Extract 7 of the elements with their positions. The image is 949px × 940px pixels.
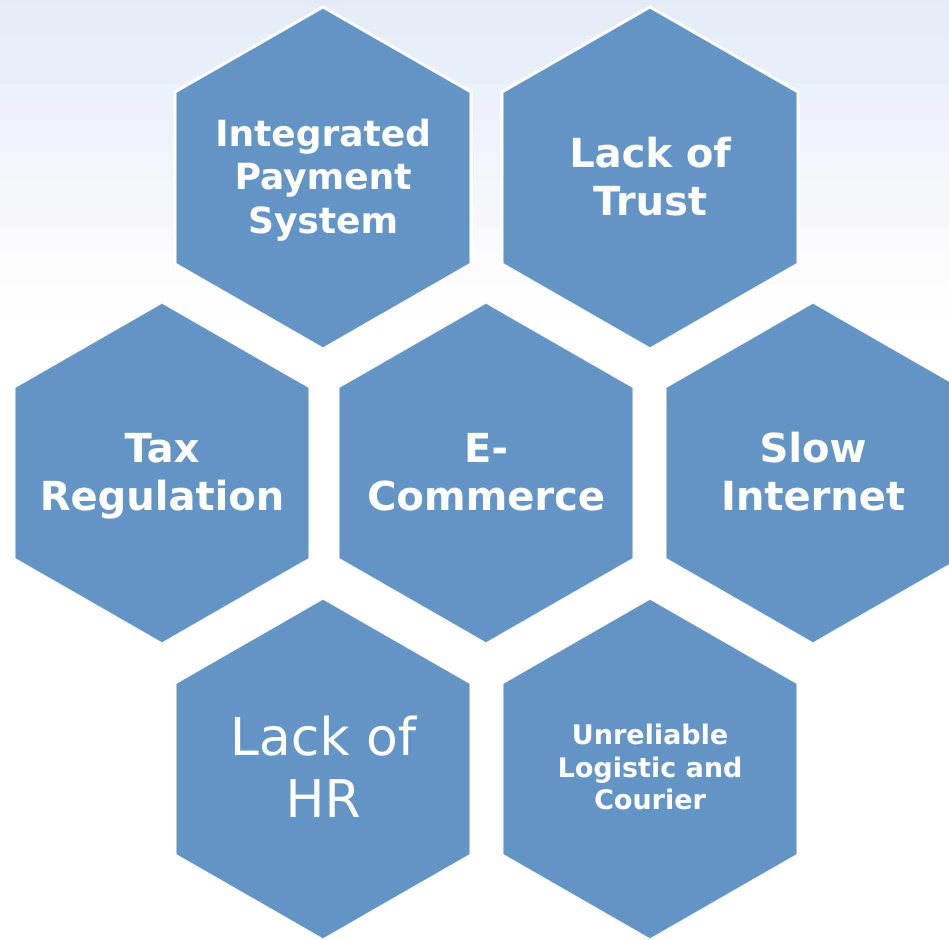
hexagon-label: Slow Internet — [720, 425, 906, 521]
hexagon-label: Tax Regulation — [38, 425, 286, 521]
hexagon-label: Unreliable Logistic and Courier — [556, 720, 744, 818]
hexagon-label: Lack of Trust — [568, 130, 732, 226]
hexagon-label: Integrated Payment System — [214, 113, 432, 243]
hexagon-label: E-Commerce — [367, 425, 605, 521]
hexagon-label: Lack of HR — [228, 706, 418, 832]
